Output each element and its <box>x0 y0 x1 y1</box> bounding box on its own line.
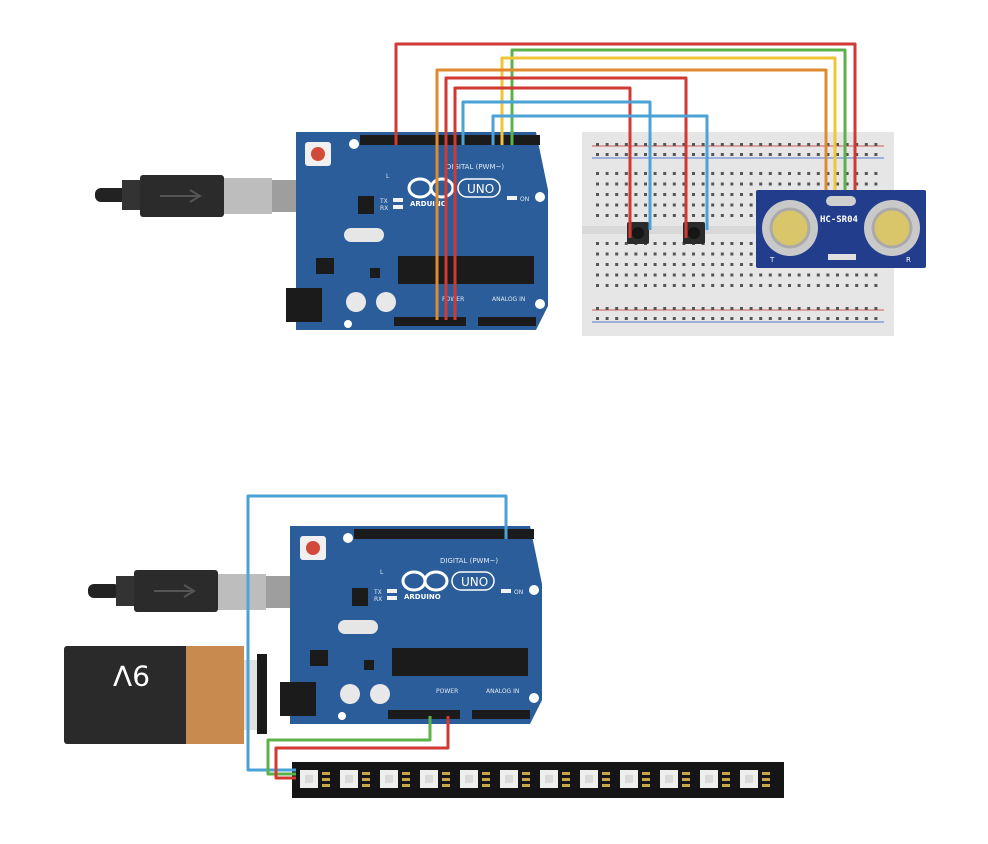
wires-top <box>394 42 857 320</box>
digital-header-top <box>360 135 540 145</box>
wire-green-to-sensor <box>510 48 847 190</box>
led-rx-label-bottom: RX <box>374 596 382 603</box>
wires-bottom <box>246 494 508 780</box>
led-l-label-top: L <box>386 173 390 180</box>
sensor-r-label: R <box>906 256 911 264</box>
led-tx-label-top: TX <box>379 198 388 205</box>
wire-data-to-strip <box>246 494 508 772</box>
battery-label: 9V <box>113 659 150 692</box>
bottom-circuit: 9V DIGITAL (PWM~) L TX RX ARDUINO UNO ON <box>64 494 784 798</box>
led-strip[interactable] <box>292 762 784 798</box>
top-circuit: DIGITAL (PWM~) L TX RX ARDUINO UNO ON <box>95 42 926 336</box>
led-pixels <box>300 770 770 788</box>
power-label-bottom: POWER <box>436 688 458 695</box>
wire-blue-to-button2 <box>491 114 709 230</box>
usb-cable-bottom <box>88 570 290 612</box>
arduino-uno-bottom[interactable]: DIGITAL (PWM~) L TX RX ARDUINO UNO ON <box>280 526 542 724</box>
led-l-label-bottom: L <box>380 569 384 576</box>
led-rx-label-top: RX <box>380 205 388 212</box>
wire-red-to-button2 <box>444 76 688 320</box>
analog-label-top: ANALOG IN <box>492 296 525 303</box>
led-tx-label-bottom: TX <box>373 589 382 596</box>
model-label-top: UNO <box>467 182 494 196</box>
power-jack-bottom[interactable] <box>280 682 316 716</box>
battery-9v[interactable]: 9V <box>64 646 267 744</box>
model-label-bottom: UNO <box>461 575 488 589</box>
digital-label-top: DIGITAL (PWM~) <box>446 163 504 171</box>
brand-label-bottom: ARDUINO <box>404 593 441 601</box>
sensor-name-label: HC-SR04 <box>820 215 859 225</box>
atmega-chip-bottom <box>392 648 528 676</box>
on-label-top: ON <box>520 196 529 203</box>
brand-label-top: ARDUINO <box>410 200 447 208</box>
power-label-top: POWER <box>442 296 464 303</box>
on-label-bottom: ON <box>514 589 523 596</box>
analog-label-bottom: ANALOG IN <box>486 688 519 695</box>
usb-cable-top <box>95 175 296 217</box>
arduino-logo-top: ARDUINO UNO <box>407 177 501 208</box>
arduino-uno-top[interactable]: DIGITAL (PWM~) L TX RX ARDUINO UNO ON <box>286 132 548 330</box>
digital-label-bottom: DIGITAL (PWM~) <box>440 557 498 565</box>
sensor-t-label: T <box>769 256 775 264</box>
power-jack-top[interactable] <box>286 288 322 322</box>
arduino-logo-bottom: ARDUINO UNO <box>401 570 495 601</box>
wire-red-to-button1 <box>453 86 632 320</box>
ultrasonic-sensor[interactable]: HC-SR04 T R <box>756 190 926 268</box>
pushbutton-1[interactable] <box>627 222 649 244</box>
wire-red-to-strip <box>274 716 450 780</box>
wire-blue-to-button1 <box>461 100 652 230</box>
digital-header-bottom <box>354 529 534 539</box>
atmega-chip-top <box>398 256 534 284</box>
pushbutton-2[interactable] <box>683 222 705 244</box>
wire-orange-to-sensor <box>435 68 828 320</box>
wire-gnd-to-sensor <box>394 42 857 190</box>
